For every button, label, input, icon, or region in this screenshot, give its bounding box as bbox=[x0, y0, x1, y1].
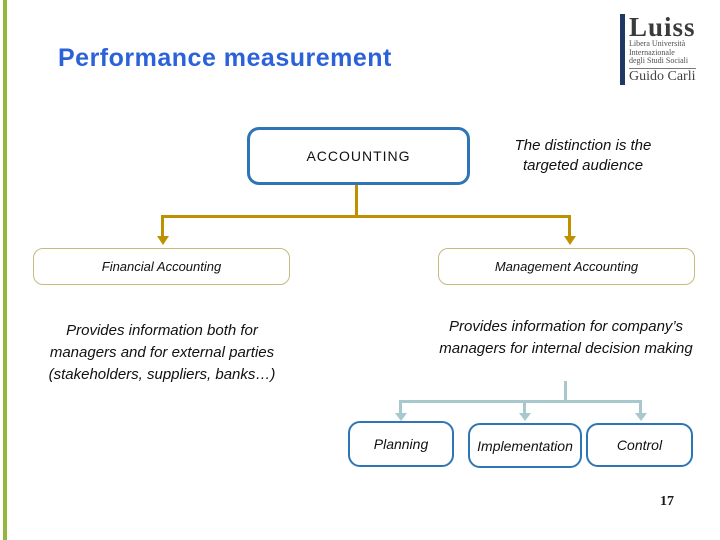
logo-subline-1: Libera Università bbox=[629, 39, 686, 48]
luiss-logo: Luiss Libera Università Internazionale d… bbox=[620, 14, 712, 85]
connector-right-drop bbox=[568, 215, 571, 236]
connector-mgmt-stem bbox=[564, 381, 567, 402]
arrow-to-management-icon bbox=[563, 236, 576, 245]
management-description: Provides information for company’s manag… bbox=[439, 318, 693, 357]
connector-control-drop bbox=[639, 400, 642, 413]
logo-wordmark: Luiss bbox=[629, 12, 696, 42]
logo-subline-2: Internazionale bbox=[629, 47, 675, 57]
connector-left-drop bbox=[161, 215, 164, 236]
implementation-box: Implementation bbox=[468, 423, 582, 468]
annotation-text: The distinction is the targeted audience bbox=[514, 137, 652, 174]
page-number: 17 bbox=[660, 494, 674, 509]
financial-description: Provides information both for managers a… bbox=[48, 322, 276, 383]
connector-mgmt-crossbar bbox=[399, 400, 642, 403]
logo-accent-bar bbox=[620, 14, 625, 85]
left-accent-bar bbox=[3, 0, 7, 540]
arrow-to-financial-icon bbox=[156, 236, 169, 245]
planning-box: Planning bbox=[348, 421, 454, 467]
control-box: Control bbox=[586, 423, 693, 467]
accounting-box: ACCOUNTING bbox=[247, 127, 470, 185]
arrow-to-control-icon bbox=[634, 413, 647, 421]
financial-accounting-box: Financial Accounting bbox=[33, 248, 290, 285]
connector-implementation-drop bbox=[523, 400, 526, 413]
connector-root-stem bbox=[355, 185, 358, 217]
arrow-to-planning-icon bbox=[394, 413, 407, 421]
logo-subline-3: degli Studi Sociali bbox=[629, 56, 689, 65]
connector-planning-drop bbox=[399, 400, 402, 413]
management-accounting-box: Management Accounting bbox=[438, 248, 695, 285]
slide-title: Performance measurement bbox=[58, 44, 392, 72]
logo-subline-4: Guido Carli bbox=[629, 67, 696, 84]
connector-root-crossbar bbox=[161, 215, 571, 218]
logo-text-block: Luiss Libera Università Internazionale d… bbox=[629, 14, 696, 85]
arrow-to-implementation-icon bbox=[518, 413, 531, 421]
